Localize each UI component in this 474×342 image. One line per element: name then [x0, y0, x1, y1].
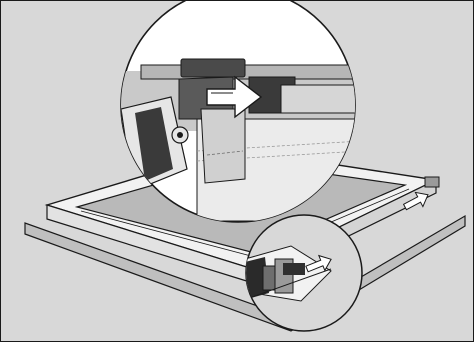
side-clip: [425, 177, 439, 187]
